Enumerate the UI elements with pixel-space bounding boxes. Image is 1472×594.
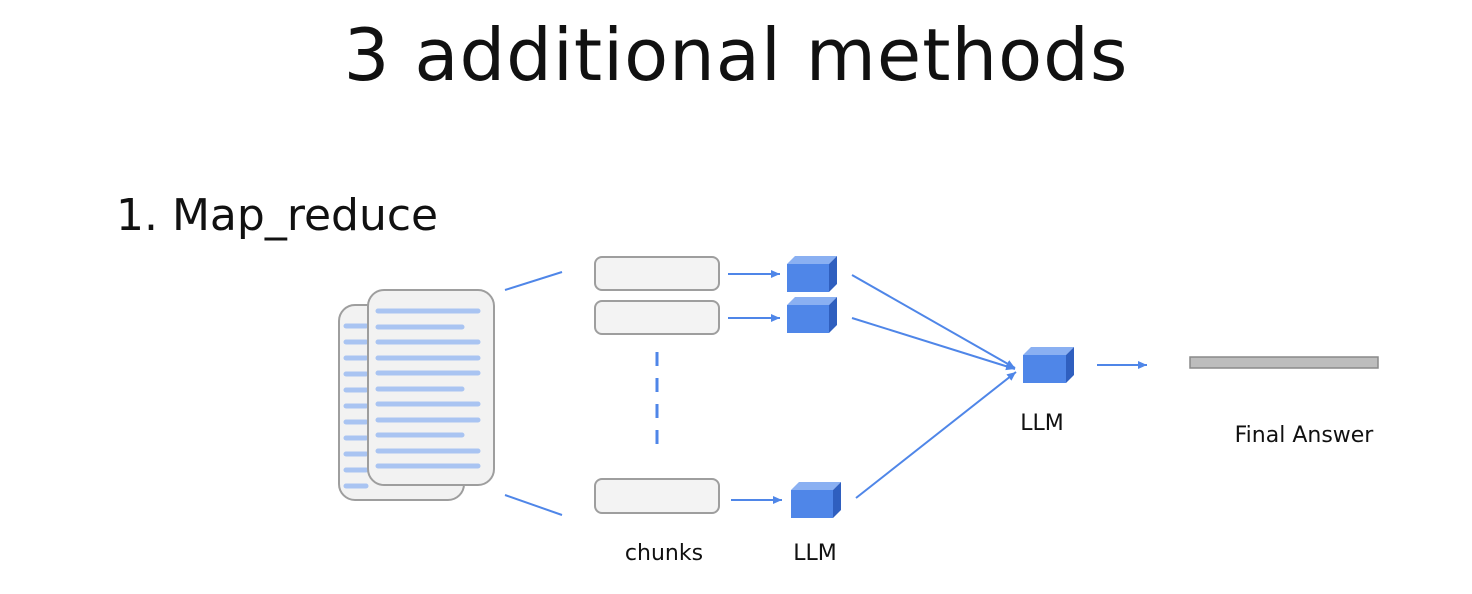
split-line-top xyxy=(504,271,563,291)
arrow-llmn-reduce xyxy=(855,371,1017,499)
chunk-n xyxy=(594,478,720,514)
arrow-llm2-reduce xyxy=(851,317,1016,371)
llm-cube-icon xyxy=(791,482,841,518)
chunks-label: chunks xyxy=(625,541,703,566)
final-answer-bar xyxy=(1189,356,1379,369)
slide-title: 3 additional methods xyxy=(343,13,1129,97)
chunk-1 xyxy=(594,256,720,291)
split-line-bottom xyxy=(504,494,563,516)
llm-reduce-cube-icon xyxy=(1023,347,1074,383)
document-front-icon xyxy=(367,289,495,486)
llm-map-label: LLM xyxy=(793,541,837,566)
llm-cube-icon xyxy=(787,297,837,333)
chunk-2 xyxy=(594,300,720,335)
llm-cube-icon xyxy=(787,256,837,292)
final-answer-label: Final Answer xyxy=(1235,423,1375,448)
arrow-llm1-reduce xyxy=(851,274,1016,369)
llm-reduce-label: LLM xyxy=(1020,411,1064,436)
section-heading: 1. Map_reduce xyxy=(116,190,439,241)
document-stack-icon xyxy=(338,289,495,501)
